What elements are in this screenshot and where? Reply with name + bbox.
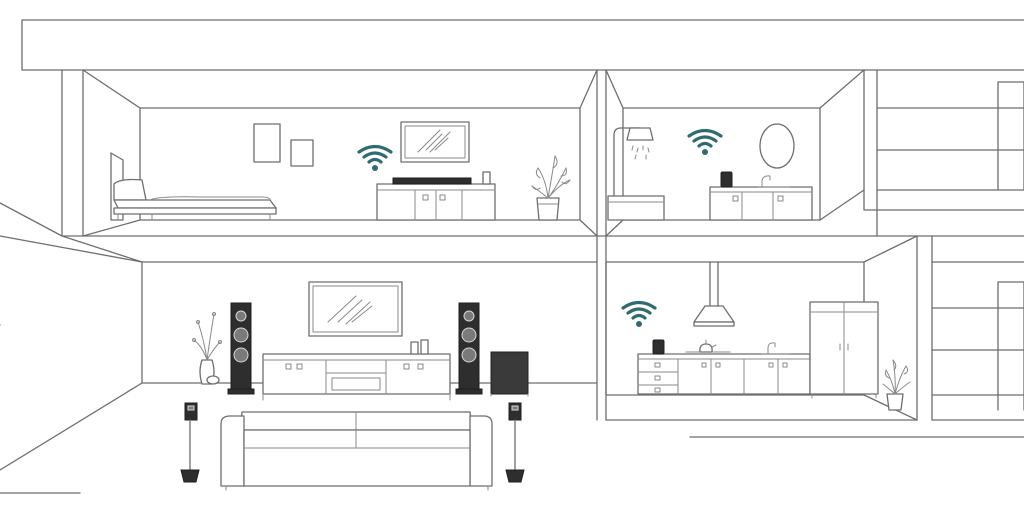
floor-speaker-icon (455, 302, 483, 395)
candle-icon (410, 341, 419, 355)
subwoofer-icon (490, 351, 529, 397)
house-structure (0, 19, 1024, 494)
shower-icon (613, 127, 654, 201)
wifi-icon (357, 144, 393, 171)
bathtub-icon (607, 195, 665, 221)
mirror-icon (759, 123, 795, 169)
wifi-icon (687, 128, 723, 155)
wifi-icon (621, 300, 657, 327)
bathroom (607, 123, 813, 221)
plant-icon (531, 155, 571, 221)
sofa-icon (220, 411, 493, 491)
smart-speaker-icon (652, 339, 665, 355)
bed-icon (110, 152, 277, 221)
bookshelf-speaker-icon (505, 402, 525, 483)
candle-icon (420, 339, 429, 355)
kitchen-counter (637, 342, 811, 395)
kettle-icon (699, 339, 717, 353)
vase-icon (192, 312, 222, 385)
bedroom (110, 121, 571, 221)
living-room (180, 281, 529, 491)
candle-icon (482, 171, 491, 185)
kitchen (637, 261, 911, 411)
bathroom-vanity (709, 175, 813, 221)
smart-speaker-icon (720, 171, 733, 188)
plant-icon (882, 359, 911, 411)
wall-frame-icon (290, 139, 314, 167)
tv-icon (308, 281, 403, 337)
bookshelf-speaker-icon (180, 402, 200, 483)
media-console (262, 353, 451, 401)
floor-speaker-icon (227, 302, 255, 395)
sideboard (376, 183, 496, 221)
tv-icon (400, 121, 470, 163)
wall-frame-icon (253, 123, 281, 163)
range-hood-icon (693, 261, 735, 327)
soundbar-icon (392, 177, 472, 185)
fridge-icon (809, 301, 879, 399)
